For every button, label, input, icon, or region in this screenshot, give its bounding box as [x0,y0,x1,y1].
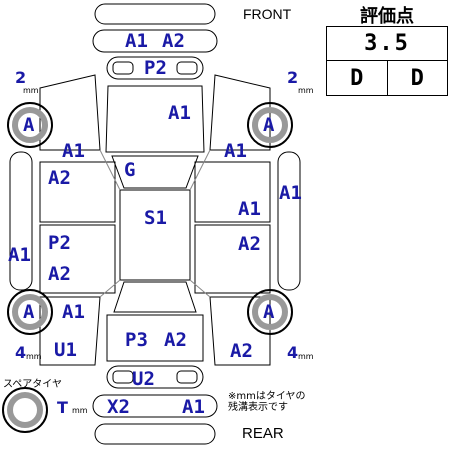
tire-front-right-unit: mm [298,86,314,95]
damage-fender-right: A1 [224,140,247,162]
headlight-left [112,61,134,75]
rear-bumper [92,394,218,418]
front-bumper [92,29,218,53]
rear-fender-left [39,296,101,366]
trunk [106,314,204,362]
spare-tire-tread: T [57,398,68,417]
front-door-left [39,161,116,223]
damage-front-door-left: A2 [48,167,71,189]
rear-glass [113,281,197,313]
damage-bonnet: A1 [168,102,191,124]
wheel-front-right [247,102,293,148]
windshield [111,155,199,189]
damage-rear-door-left-1: P2 [48,232,71,254]
headlight-right [176,61,198,75]
interior-score: D [350,65,364,91]
damage-rear-panel: U2 [132,368,155,390]
damage-rear-bumper-left: X2 [107,396,130,418]
damage-quarter-left: A1 [62,301,85,323]
damage-front-door-right: A1 [238,198,261,220]
wheel-rear-left [7,289,53,335]
damage-front-bumper-left: A1 [125,30,148,52]
wheel-front-left [7,102,53,148]
wheel-rear-right [247,289,293,335]
front-panel [106,56,204,80]
damage-windshield: G [124,159,136,181]
tread-note: ※mmはタイヤの 残溝表示です [228,391,306,413]
damage-rocker-left: A1 [8,244,31,266]
score-title: 評価点 [360,6,414,27]
spare-tire-unit: mm [72,406,88,415]
rear-fender-right [209,296,271,366]
rear-label: REAR [242,425,284,442]
damage-rear-fender-left: U1 [54,339,77,361]
front-bumper-top [94,3,216,25]
tire-front-left-grade: A [23,114,35,136]
sub-scores: D D [326,60,448,96]
tire-rear-right-tread: 4 [287,343,299,362]
front-door-right [194,161,271,223]
front-label: FRONT [243,6,292,22]
wheel-spare [2,387,48,433]
tire-rear-right-unit: mm [298,352,314,361]
damage-trunk-1: P3 [125,329,148,351]
damage-front-panel: P2 [144,57,167,79]
damage-roof: S1 [144,207,167,229]
damage-side-right: A1 [279,182,302,204]
bonnet [105,85,205,153]
tire-rear-left-tread: 4 [15,343,27,362]
damage-front-bumper-right: A2 [162,30,185,52]
rear-door-right [194,224,271,294]
overall-score: 3.5 [326,26,448,61]
damage-rear-bumper-right: A1 [182,396,205,418]
damage-rear-door-right: A2 [238,233,261,255]
damage-fender-left: A1 [62,140,85,162]
rocker-right [277,151,301,291]
tire-front-right-grade: A [263,114,275,136]
roof [119,189,191,281]
rear-door-left [39,224,116,294]
tire-rear-left-unit: mm [26,352,42,361]
rocker-left [9,151,33,291]
tire-rear-right-grade: A [263,301,275,323]
tire-front-left-unit: mm [23,86,39,95]
tire-rear-left-grade: A [23,301,35,323]
spare-tire-label: スペアタイヤ [3,379,62,390]
rear-bumper-bottom [94,423,216,445]
tire-front-left-tread: 2 [15,68,27,87]
taillight-right [176,370,198,384]
tire-front-right-tread: 2 [287,68,299,87]
damage-trunk-2: A2 [164,329,187,351]
exterior-score: D [386,61,448,95]
damage-rear-fender-right: A2 [230,340,253,362]
taillight-left [112,370,134,384]
damage-rear-door-left-2: A2 [48,263,71,285]
rear-panel [106,365,204,389]
